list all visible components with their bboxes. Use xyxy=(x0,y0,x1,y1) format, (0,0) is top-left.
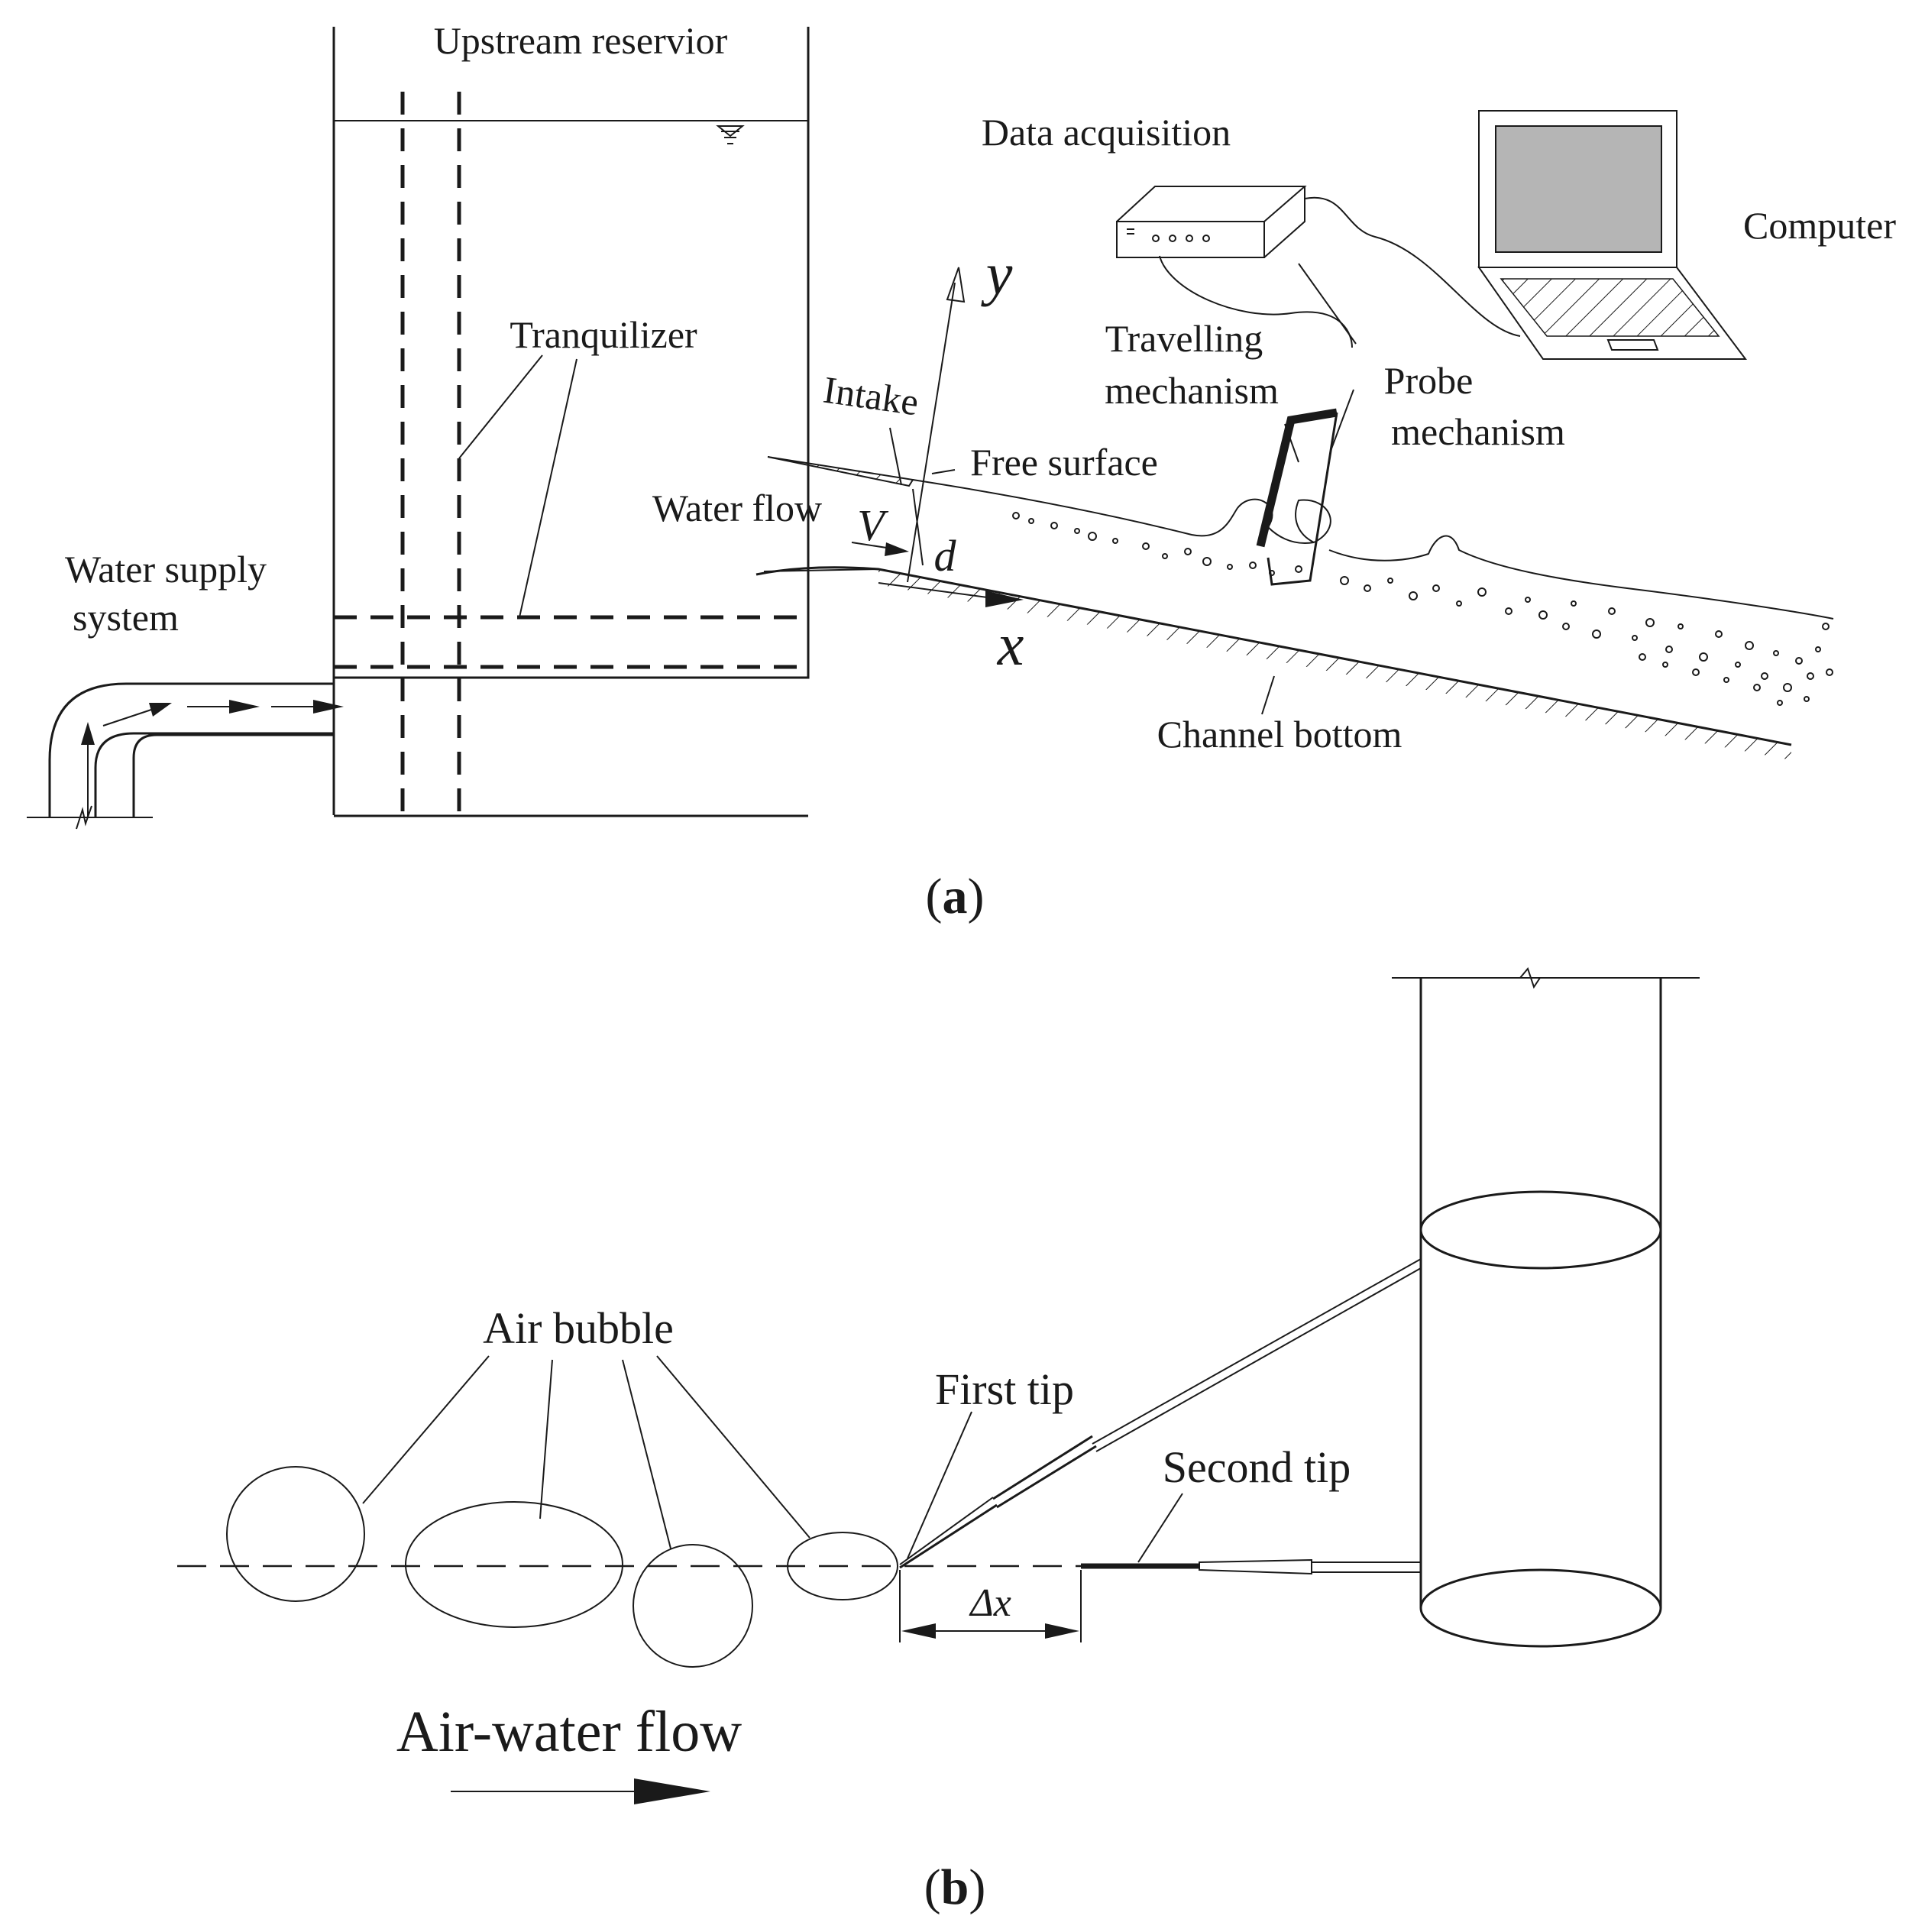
travelling-mechanism-label-line1: Travelling xyxy=(1105,317,1263,360)
panel-a-labels: Upstream reservior Tranquilizer Water su… xyxy=(65,19,1896,756)
caption-a: (a) xyxy=(926,869,985,924)
tranquilizer xyxy=(334,92,808,816)
depth-label: d xyxy=(934,531,957,581)
upstream-reservoir xyxy=(94,27,810,817)
upstream-reservoir-label: Upstream reservior xyxy=(434,19,728,62)
second-tip-leader xyxy=(1137,1493,1183,1563)
data-acquisition-label: Data acquisition xyxy=(982,111,1231,154)
probe-mechanism xyxy=(1256,263,1357,586)
intake-lip xyxy=(767,456,914,487)
air-bubble-1 xyxy=(226,1466,365,1602)
computer-icon xyxy=(1477,110,1747,360)
air-bubble-leader-1 xyxy=(362,1355,490,1504)
probe-mechanism-label-line1: Probe xyxy=(1384,359,1474,402)
water-supply-label-line1: Water supply xyxy=(65,548,267,591)
air-bubble-4 xyxy=(787,1532,898,1600)
air-bubble-leader-4 xyxy=(656,1355,810,1539)
probe-support-cylinder xyxy=(1392,966,1700,1648)
air-bubble-label: Air bubble xyxy=(483,1303,674,1353)
air-water-flow-label: Air-water flow xyxy=(396,1700,742,1764)
y-axis-label: y xyxy=(981,241,1013,307)
travelling-mechanism-label-line2: mechanism xyxy=(1105,369,1279,412)
channel xyxy=(755,456,1834,760)
first-probe-rod xyxy=(899,1258,1422,1569)
air-water-flow-arrow xyxy=(451,1778,710,1804)
delta-x-dimension xyxy=(899,1570,1082,1642)
air-bubble-leader-3 xyxy=(622,1359,671,1549)
data-acquisition-box xyxy=(1116,186,1521,348)
y-axis xyxy=(889,267,966,583)
first-tip-label: First tip xyxy=(935,1364,1074,1414)
channel-bottom-label: Channel bottom xyxy=(1157,713,1402,756)
tranquilizer-label: Tranquilizer xyxy=(510,313,697,356)
supply-pipe xyxy=(27,678,344,830)
velocity-label: V xyxy=(857,500,889,550)
x-axis-label: x xyxy=(997,611,1024,678)
air-bubble-2 xyxy=(405,1501,623,1628)
second-probe-rod xyxy=(1081,1558,1421,1575)
air-bubble-leader-2 xyxy=(539,1359,553,1519)
caption-b: (b) xyxy=(924,1859,986,1915)
probe-mechanism-label-line2: mechanism xyxy=(1391,410,1565,453)
intake-label: Intake xyxy=(821,368,922,424)
water-flow-label: Water flow xyxy=(652,487,822,529)
panel-a xyxy=(27,27,1834,830)
water-supply-label-line2: system xyxy=(73,596,179,639)
delta-x-label: Δx xyxy=(969,1581,1011,1625)
channel-bottom-leader xyxy=(1261,675,1275,715)
free-surface-label: Free surface xyxy=(970,441,1158,484)
first-tip-leader xyxy=(907,1411,972,1559)
air-bubble-3 xyxy=(632,1544,753,1668)
computer-label: Computer xyxy=(1743,204,1896,247)
bubbles xyxy=(1012,512,1833,706)
second-tip-label: Second tip xyxy=(1163,1442,1351,1492)
panel-b-labels: Air bubble First tip Second tip Δx Air-w… xyxy=(396,1303,1351,1764)
water-level-symbol xyxy=(716,125,745,144)
panel-b xyxy=(177,966,1700,1804)
